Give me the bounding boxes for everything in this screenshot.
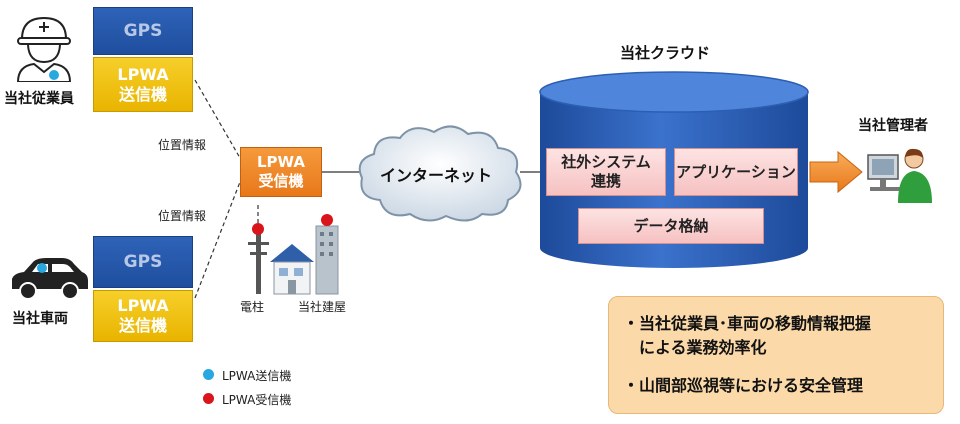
pole-and-building-icon [248,214,339,295]
data-storage-label: データ格納 [633,216,709,235]
benefit-line-3: ・山間部巡視等における安全管理 [623,376,864,395]
manager-at-computer-icon [867,148,932,203]
external-system-line-1: 社外システム [561,153,651,171]
employee-tx-line-2: 送信機 [118,84,167,104]
building-label: 当社建屋 [298,300,347,314]
vehicle-label: 当社車両 [12,311,68,327]
receiver-line-1: LPWA [256,153,306,171]
vehicle-lpwa-transmitter: LPWA 送信機 [93,290,193,342]
vehicle-tx-line-1: LPWA [117,296,169,315]
pole-label: 電柱 [240,300,265,314]
external-system-line-2: 連携 [590,172,621,190]
legend-dot-transmitter [203,369,214,380]
benefit-line-1: ・当社従業員･車両の移動情報把握 [623,314,872,333]
benefit-line-2: による業務効率化 [639,338,767,357]
application-box: アプリケーション [674,148,798,196]
employee-label: 当社従業員 [4,91,74,107]
vehicle-gps-box: GPS [93,236,193,288]
lpwa-receiver-box: LPWA 受信機 [240,147,322,197]
vehicle-gps-label: GPS [123,252,163,272]
arrow-right-icon [809,150,863,194]
employee-tx-line-1: LPWA [117,64,169,84]
employee-gps-label: GPS [123,21,163,41]
internet-cloud-icon [358,125,522,222]
benefits-box: ・当社従業員･車両の移動情報把握 による業務効率化 ・山間部巡視等における安全管… [608,296,944,414]
employee-lpwa-transmitter: LPWA 送信機 [93,57,193,112]
vehicle-tx-line-2: 送信機 [118,316,167,335]
application-label: アプリケーション [676,162,796,181]
car-icon [12,258,88,300]
legend-label-receiver: LPWA受信機 [222,393,292,407]
employee-icon [16,16,72,82]
data-storage-box: データ格納 [578,208,764,244]
manager-label: 当社管理者 [858,118,928,134]
employee-gps-box: GPS [93,7,193,55]
receiver-line-2: 受信機 [258,172,304,190]
legend-dot-receiver [203,393,214,404]
internet-label: インターネット [380,166,493,185]
position-info-label-bottom: 位置情報 [158,209,207,223]
company-cloud-title: 当社クラウド [620,44,711,62]
legend-label-transmitter: LPWA送信機 [222,369,292,383]
position-info-label-top: 位置情報 [158,138,207,152]
external-system-box: 社外システム 連携 [546,148,666,196]
